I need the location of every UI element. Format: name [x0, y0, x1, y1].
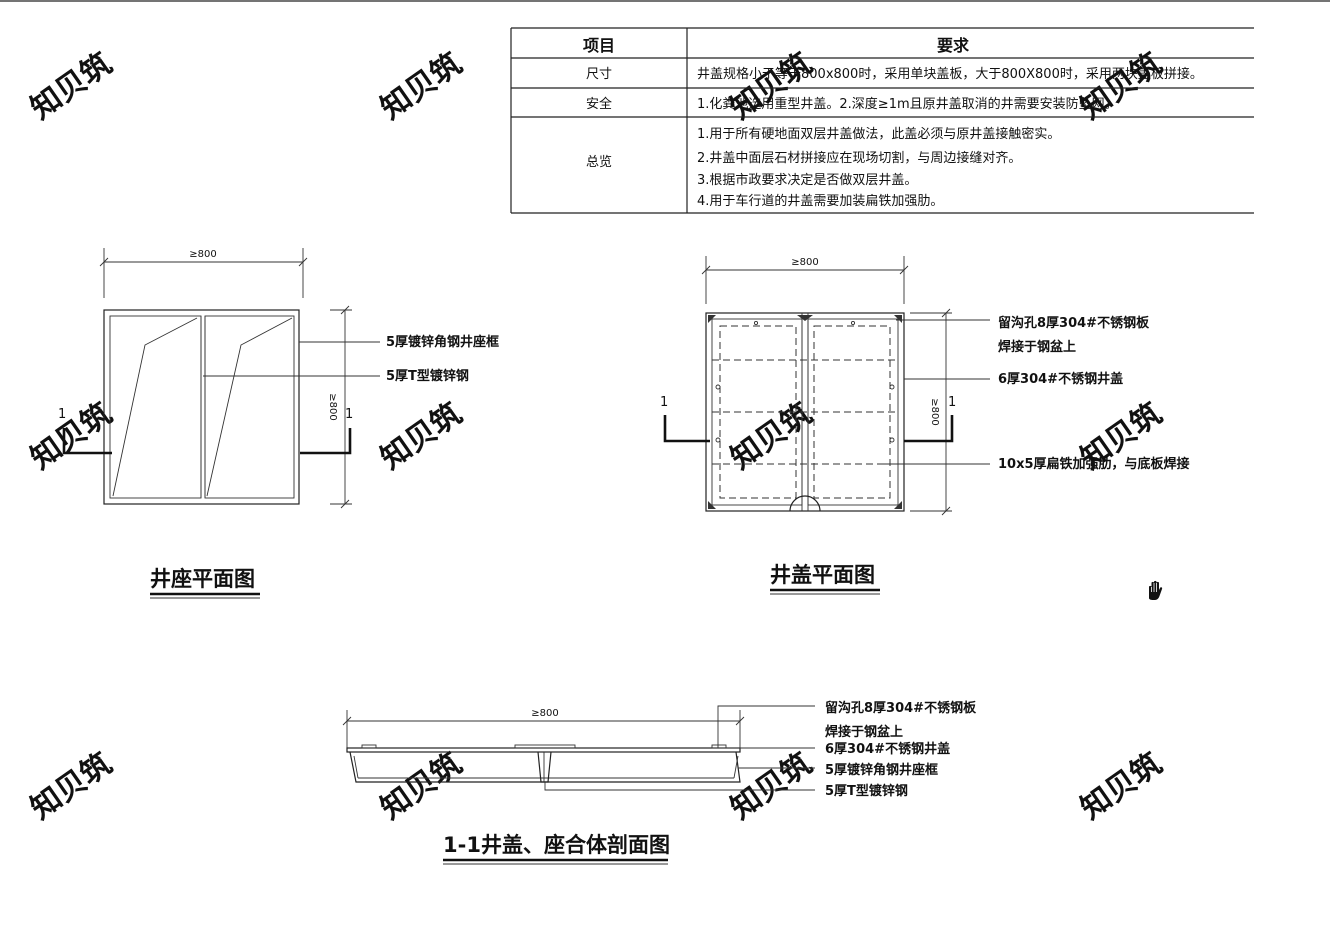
cover-plan-title: 井盖平面图: [770, 563, 875, 587]
section-callout-welded: 焊接于钢盆上: [825, 724, 903, 740]
cover-callout-welded: 焊接于钢盆上: [998, 339, 1076, 355]
cover-dim-side: ≥800: [929, 398, 940, 425]
table-row-label: 尺寸: [586, 67, 612, 82]
table-cell: 4.用于车行道的井盖需要加装扁铁加强肋。: [697, 193, 943, 209]
cover-callout-rib: 10x5厚扁铁加强肋，与底板焊接: [998, 456, 1190, 472]
seat-dim-side: ≥800: [327, 393, 338, 420]
seat-callout-tsteel: 5厚T型镀锌钢: [386, 368, 469, 384]
table-row-label: 安全: [586, 96, 612, 112]
section-view: ≥800 留沟孔8厚304#不锈钢板 焊接于钢盆上 6厚304#不锈钢井盖 5厚…: [342, 700, 977, 865]
section-callout-drain-plate: 留沟孔8厚304#不锈钢板: [825, 700, 977, 716]
section-callout-frame: 5厚镀锌角钢井座框: [825, 762, 938, 778]
watermark: 知贝筑: [725, 396, 819, 476]
seat-outer-frame: [103, 309, 300, 505]
requirements-table: 项目 要求 尺寸 井盖规格小于等于800x800时，采用单块盖板，大于800X8…: [510, 27, 1254, 214]
section-title: 1-1井盖、座合体剖面图: [443, 833, 670, 857]
cover-section-mark-left: 1: [660, 395, 668, 410]
seat-callout-frame: 5厚镀锌角钢井座框: [386, 334, 499, 350]
hand-pointer-icon: [1149, 580, 1163, 600]
table-header-requirement: 要求: [937, 36, 970, 55]
seat-plan-title: 井座平面图: [150, 567, 255, 591]
table-header-item: 项目: [583, 36, 615, 55]
watermark: 知贝筑: [375, 746, 469, 826]
table-cell: 1.用于所有硬地面双层井盖做法，此盖必须与原井盖接触密实。: [697, 126, 1060, 142]
section-callout-cover: 6厚304#不锈钢井盖: [825, 741, 950, 757]
cover-outer-frame: [705, 312, 905, 512]
watermark: 知贝筑: [25, 46, 119, 126]
watermark: 知贝筑: [725, 746, 819, 826]
table-cell: 2.井盖中面层石材拼接应在现场切割，与周边接缝对齐。: [697, 150, 1021, 166]
watermark: 知贝筑: [375, 396, 469, 476]
section-dim-top: ≥800: [531, 708, 558, 719]
table-cell: 井盖规格小于等于800x800时，采用单块盖板，大于800X800时，采用两块盖…: [697, 66, 1203, 82]
table-cell: 1.化粪池选用重型井盖。2.深度≥1m且原井盖取消的井需要安装防坠网。: [697, 96, 1118, 112]
cover-plan: ≥800 ≥800: [660, 256, 1190, 595]
seat-dim-top: ≥800: [189, 249, 216, 260]
cover-callout-drain-plate: 留沟孔8厚304#不锈钢板: [998, 315, 1150, 331]
watermark: 知贝筑: [375, 46, 469, 126]
table-row-label: 总览: [586, 154, 612, 170]
cover-section-mark-right: 1: [948, 395, 956, 410]
table-cell: 3.根据市政要求决定是否做双层井盖。: [697, 172, 917, 188]
seat-section-mark-left: 1: [58, 407, 66, 422]
watermark: 知贝筑: [1075, 746, 1169, 826]
cover-callout-cover: 6厚304#不锈钢井盖: [998, 371, 1123, 387]
seat-plan: ≥800 ≥800 1 1 5厚镀锌角钢井座框 5厚T型镀锌钢 井座平面图: [58, 248, 499, 599]
cover-dim-top: ≥800: [791, 257, 818, 268]
watermark: 知贝筑: [25, 746, 119, 826]
section-callout-tsteel: 5厚T型镀锌钢: [825, 783, 908, 799]
section-cover-plate: [346, 747, 741, 753]
seat-section-mark-right: 1: [345, 407, 353, 422]
